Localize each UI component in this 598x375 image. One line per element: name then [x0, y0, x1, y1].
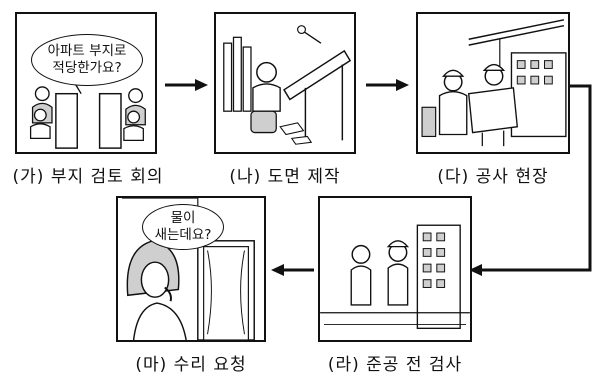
- bubble-line-2: 새는데요?: [154, 227, 212, 243]
- speech-bubble: 물이 새는데요?: [142, 204, 224, 250]
- caption-da: (다) 공사 현장: [437, 167, 549, 187]
- panel-pre-completion-inspection: [318, 196, 472, 342]
- speech-bubble: 아파트 부지로 적당한가요?: [31, 34, 143, 86]
- repair-call-illustration: [121, 198, 255, 340]
- bubble-line-1: 아파트 부지로: [47, 43, 127, 59]
- inspection-illustration: [320, 224, 470, 330]
- drafting-illustration: [223, 25, 352, 145]
- caption-ra: (라) 준공 전 검사: [327, 355, 463, 375]
- caption-ma: (마) 수리 요청: [135, 355, 247, 375]
- caption-ga: (가) 부지 검토 회의: [12, 167, 164, 187]
- bubble-line-2: 적당한가요?: [52, 60, 122, 76]
- meeting-illustration: [29, 83, 146, 149]
- arrow-down-left-icon: [469, 84, 592, 276]
- caption-na: (나) 도면 제작: [229, 167, 341, 187]
- arrow-left-icon: [271, 264, 314, 276]
- bubble-line-1: 물이: [170, 210, 196, 226]
- arrow-right-icon: [165, 79, 208, 91]
- panel-construction-site: [416, 12, 570, 154]
- panel-drawing-production: [214, 12, 356, 154]
- construction-illustration: [421, 19, 567, 147]
- arrow-right-icon: [366, 79, 409, 91]
- panel-repair-request: 물이 새는데요?: [116, 196, 266, 342]
- panel-site-review-meeting: 아파트 부지로 적당한가요?: [15, 12, 157, 154]
